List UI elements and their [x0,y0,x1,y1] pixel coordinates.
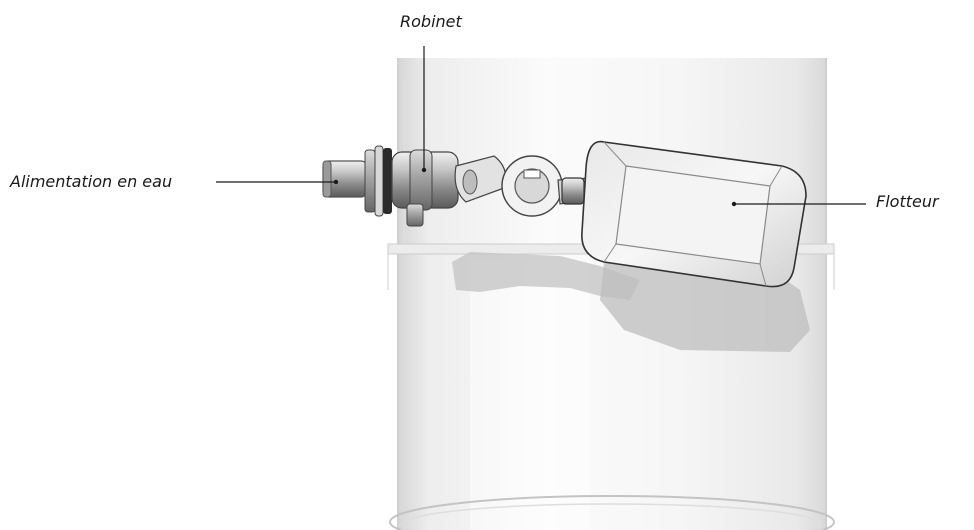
float-connector [561,177,585,205]
leader-lines [216,46,866,205]
float-edge-left-top [603,141,627,167]
inlet-pipe-end [322,160,332,198]
leader-dot-flotteur [731,201,737,207]
leader-dot-alimentation [333,179,339,185]
float-edge-left-bottom [603,243,617,263]
label-alimentation-en-eau: Alimentation en eau [10,172,173,191]
valve-shadow [452,252,640,300]
lever-pivot-slot [523,169,541,179]
float [581,140,807,288]
float-edge-right-top [769,165,783,187]
outlet-nozzle [406,203,424,227]
valve-body-ring [409,149,433,211]
label-flotteur: Flotteur [876,192,939,211]
leader-dots [333,167,737,207]
swivel-joint-face [462,169,478,195]
flange-gasket [383,148,392,214]
tank-bottom-inner-ellipse [403,503,821,530]
flange-washer-1 [364,149,376,213]
leader-dot-robinet [421,167,427,173]
flange-washer-2 [374,145,384,217]
tank-bottom-ellipse [389,495,835,530]
label-robinet: Robinet [400,12,462,31]
valve-assembly [322,145,593,227]
float-edge-right-bottom [759,263,767,287]
tank-inner-highlight [470,260,590,530]
